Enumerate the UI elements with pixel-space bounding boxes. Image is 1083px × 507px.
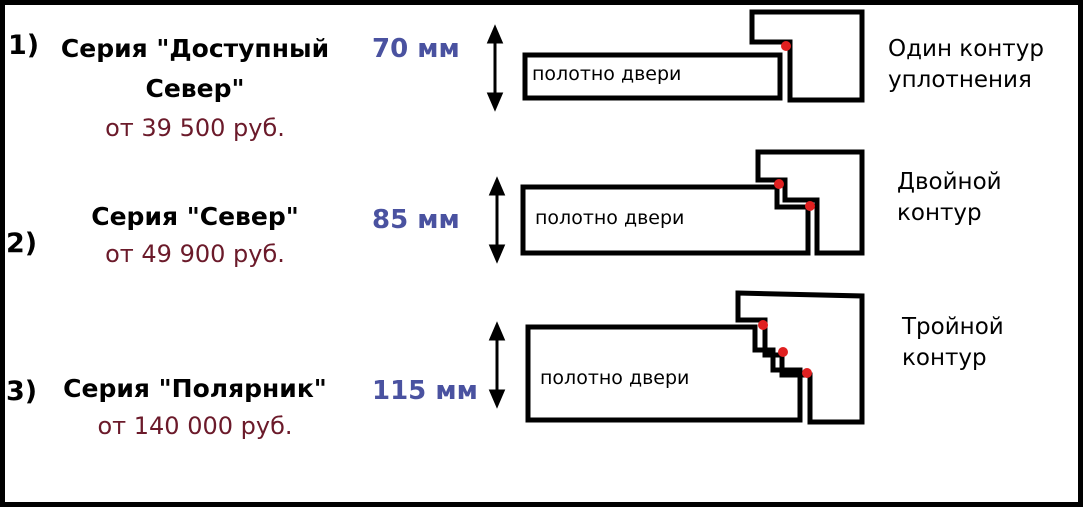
door-label: полотно двери bbox=[532, 63, 682, 85]
series-title: Серия "Полярник" bbox=[63, 374, 327, 403]
seal-point bbox=[805, 201, 815, 211]
series-price: от 49 900 руб. bbox=[105, 240, 285, 268]
thickness-value: 70 мм bbox=[372, 34, 460, 64]
contour-label: Двойной контур bbox=[897, 167, 1002, 229]
door-label: полотно двери bbox=[540, 367, 690, 389]
door-leaf-3 bbox=[525, 324, 803, 423]
door-frame-3 bbox=[735, 290, 865, 425]
contour-label: Один контур уплотнения bbox=[888, 34, 1044, 96]
row-number: 2) bbox=[6, 228, 38, 259]
seal-point bbox=[778, 347, 788, 357]
door-frame-2 bbox=[755, 149, 865, 256]
series-title: Север" bbox=[145, 74, 245, 103]
door-label: полотно двери bbox=[535, 207, 685, 229]
series-title: Серия "Доступный bbox=[60, 34, 330, 63]
door-leaf-1 bbox=[522, 52, 783, 101]
contour-line: контур bbox=[902, 345, 987, 371]
thickness-value: 85 мм bbox=[372, 205, 460, 235]
series-price: от 140 000 руб. bbox=[97, 412, 293, 440]
series-price: от 39 500 руб. bbox=[105, 114, 285, 142]
contour-line: Тройной bbox=[902, 314, 1004, 340]
seal-point bbox=[802, 368, 812, 378]
contour-line: контур bbox=[897, 200, 982, 226]
contour-line: уплотнения bbox=[888, 67, 1032, 93]
thickness-value: 115 мм bbox=[372, 376, 478, 406]
row-number: 1) bbox=[8, 30, 40, 61]
contour-line: Один контур bbox=[888, 36, 1044, 62]
seal-point bbox=[774, 179, 784, 189]
door-frame-1 bbox=[749, 9, 865, 103]
contour-line: Двойной bbox=[897, 169, 1002, 195]
series-title: Серия "Север" bbox=[91, 202, 299, 231]
contour-label: Тройной контур bbox=[902, 312, 1004, 374]
seal-point bbox=[758, 320, 768, 330]
seal-point bbox=[781, 41, 791, 51]
row-number: 3) bbox=[6, 376, 38, 407]
